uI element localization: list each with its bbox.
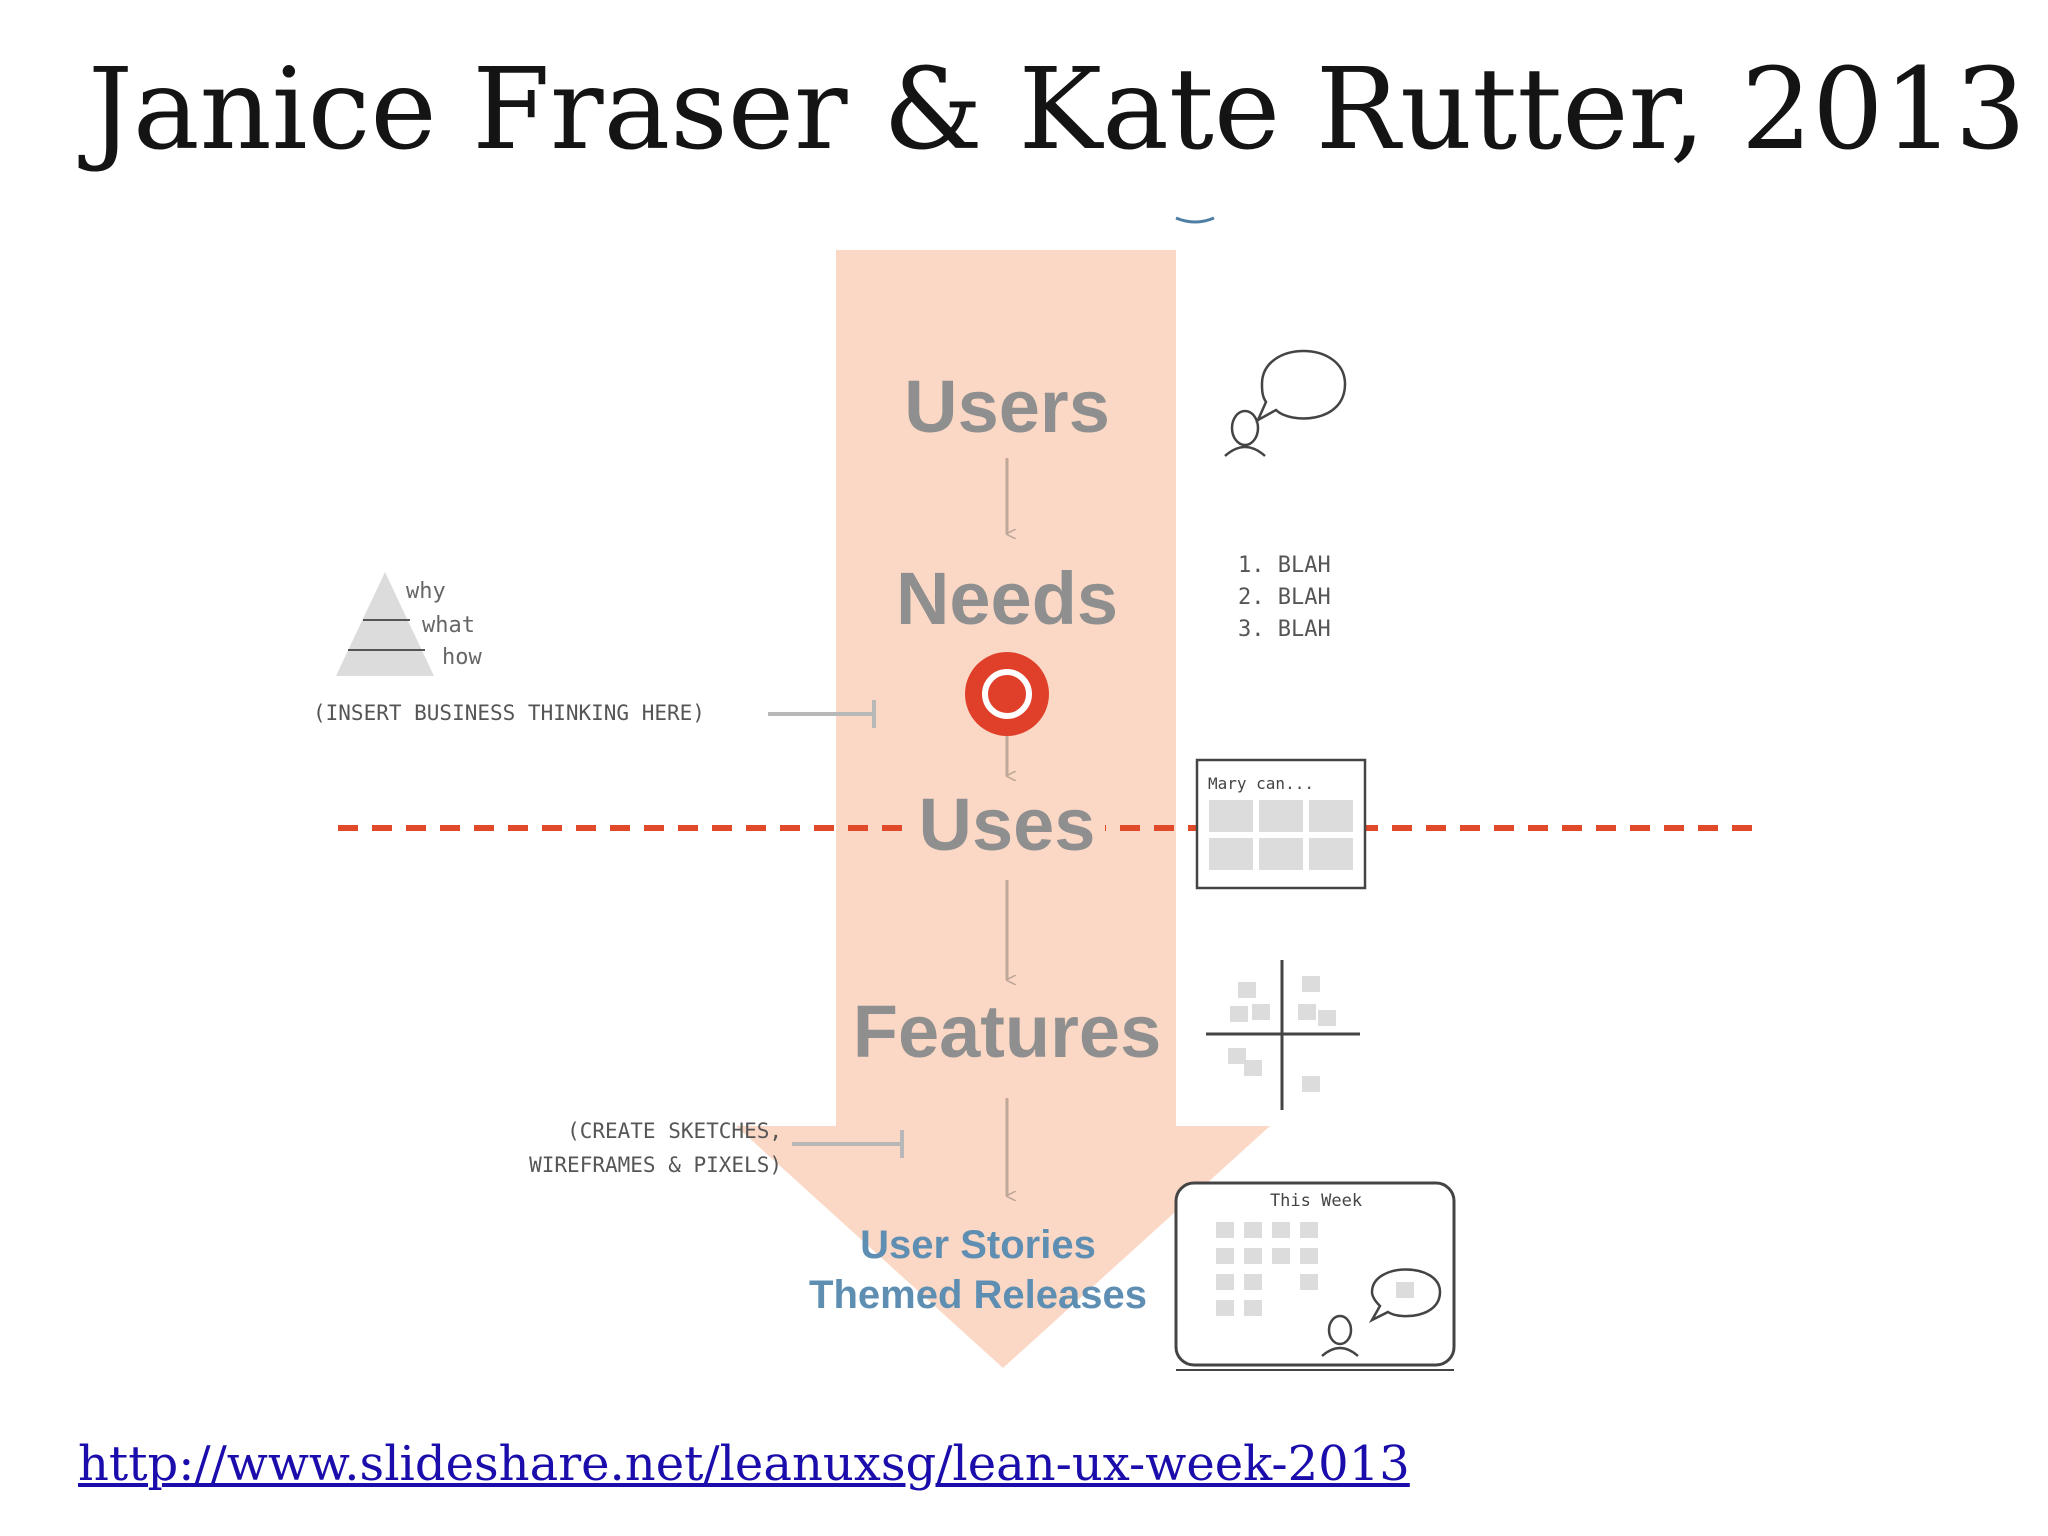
source-link[interactable]: http://www.slideshare.net/leanuxsg/lean-… <box>78 1436 1410 1492</box>
needs-list-item-2: 2. BLAH <box>1238 585 1331 610</box>
sketch-note-line-2: WIREFRAMES & PIXELS) <box>529 1153 782 1177</box>
stage-users: Users <box>904 365 1110 448</box>
business-thinking-note: (INSERT BUSINESS THINKING HERE) <box>313 701 705 725</box>
stage-needs: Needs <box>896 557 1118 640</box>
top-arc-fragment <box>1175 216 1215 224</box>
prioritization-quadrant-sketch <box>1206 960 1360 1110</box>
pyramid-label-how: how <box>442 645 482 670</box>
slide-title: Janice Fraser & Kate Rutter, 2013 <box>88 45 2027 175</box>
story-card-sketch <box>1195 758 1367 890</box>
speech-bubble-icon <box>1255 349 1347 423</box>
pyramid-label-what: what <box>422 613 475 638</box>
board-label: This Week <box>1270 1191 1362 1211</box>
stage-uses: Uses <box>919 783 1096 866</box>
needs-list-item-1: 1. BLAH <box>1238 553 1331 578</box>
uses-label-backdrop <box>905 778 1105 858</box>
pyramid-label-why: why <box>406 579 446 604</box>
stage-features: Features <box>853 990 1161 1073</box>
needs-list-item-3: 3. BLAH <box>1238 617 1331 642</box>
output-user-stories: User Stories <box>860 1223 1096 1267</box>
user-person-icon <box>1224 409 1266 457</box>
sketch-note-line-1: (CREATE SKETCHES, <box>567 1119 782 1143</box>
this-week-board-sketch <box>1174 1181 1456 1371</box>
pyramid-icon <box>336 572 434 676</box>
output-themed-releases: Themed Releases <box>809 1273 1147 1317</box>
target-icon <box>965 652 1049 736</box>
story-card-label: Mary can... <box>1208 774 1314 793</box>
